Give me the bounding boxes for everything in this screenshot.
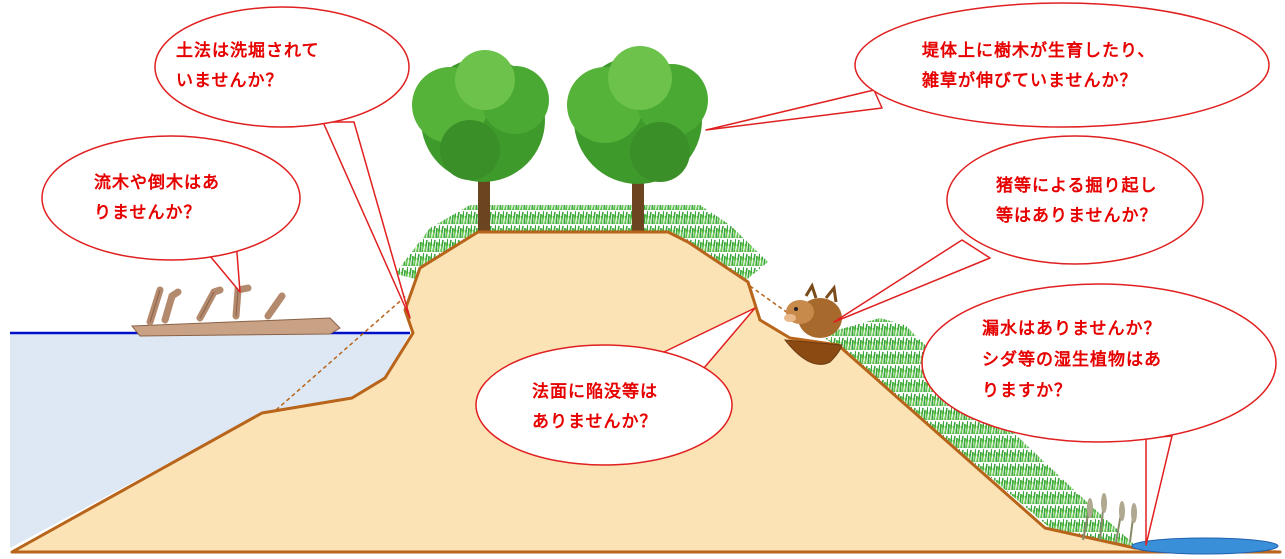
callout-line: 土法は洗堀されて — [176, 41, 320, 61]
seepage-water — [1131, 537, 1279, 555]
callout-surface-collapse-text: 法面に陥没等は ありませんか？ — [532, 377, 658, 437]
callout-line: 法面に陥没等は — [532, 382, 658, 402]
callout-line: りませんか？ — [94, 203, 202, 223]
tree-icon — [412, 50, 549, 232]
downstream-grass — [820, 318, 1135, 545]
callout-driftwood-text: 流木や倒木はあ りませんか？ — [94, 168, 220, 228]
callout-trees-weeds-bubble — [705, 2, 1270, 131]
callout-trees-weeds-text: 堤体上に樹木が生育したり、 雑草が伸びていませんか？ — [922, 36, 1155, 96]
callout-line: ありませんか？ — [532, 412, 658, 432]
callout-driftwood-bubble — [41, 135, 301, 293]
callout-line: りますか？ — [982, 381, 1072, 401]
dug-hole — [783, 339, 843, 365]
callout-line: いませんか？ — [176, 71, 284, 91]
callout-line: 猪等による掘り起し — [996, 176, 1158, 196]
callout-slope-scour-text: 土法は洗堀されて いませんか？ — [176, 36, 320, 96]
original-slope-line — [275, 294, 408, 411]
boar-icon — [784, 282, 842, 338]
callout-boar-digging-text: 猪等による掘り起し 等はありませんか？ — [996, 171, 1158, 231]
driftwood-log-icon — [130, 284, 341, 337]
callout-line: 等はありませんか？ — [996, 206, 1158, 226]
callout-leakage-text: 漏水はありませんか？ シダ等の湿生植物はあ りますか？ — [982, 314, 1162, 407]
callout-line: シダ等の湿生植物はあ — [982, 350, 1162, 370]
callout-slope-scour-bubble — [154, 6, 411, 319]
reed-icon — [1082, 493, 1137, 543]
original-slope-line — [749, 285, 793, 317]
callout-line: 流木や倒木はあ — [94, 173, 220, 193]
callout-line: 漏水はありませんか？ — [982, 319, 1162, 339]
tree-icon — [567, 46, 708, 232]
callout-line: 雑草が伸びていませんか？ — [922, 71, 1138, 91]
callout-boar-digging-bubble — [833, 135, 1204, 323]
callout-surface-collapse-bubble — [475, 307, 756, 466]
callout-leakage-bubble — [921, 283, 1277, 546]
callout-line: 堤体上に樹木が生育したり、 — [922, 41, 1156, 61]
